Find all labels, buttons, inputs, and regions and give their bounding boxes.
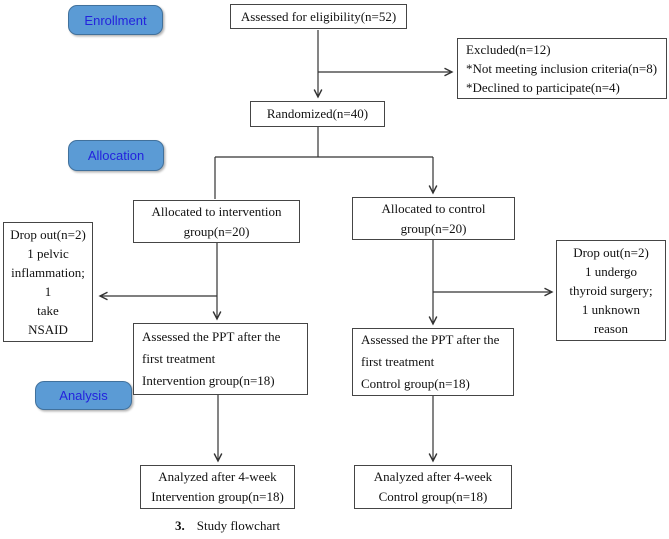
text-line: Assessed for eligibility(n=52) bbox=[240, 8, 397, 24]
stage-badge-enrollment: Enrollment bbox=[68, 5, 163, 35]
text-line: Allocated to control bbox=[381, 200, 486, 216]
box-allocated-control: Allocated to control group(n=20) bbox=[352, 197, 515, 240]
text-line: Drop out(n=2) bbox=[573, 245, 649, 260]
text-line: group(n=20) bbox=[400, 220, 467, 236]
text-line: Control group(n=18) bbox=[361, 376, 470, 391]
stage-badge-allocation-label: Allocation bbox=[87, 148, 145, 163]
stage-badge-analysis-label: Analysis bbox=[59, 388, 108, 403]
box-allocated-intervention: Allocated to intervention group(n=20) bbox=[133, 200, 300, 243]
text-line: Intervention group(n=18) bbox=[142, 373, 275, 388]
stage-badge-enrollment-label: Enrollment bbox=[84, 12, 147, 28]
text-line: Control group(n=18) bbox=[378, 489, 488, 504]
text-line: 1 unknown bbox=[581, 302, 641, 317]
figure-caption-number: 3. bbox=[175, 518, 185, 533]
box-analyzed-intervention: Analyzed after 4-week Intervention group… bbox=[140, 465, 295, 509]
text-line: *Declined to participate(n=4) bbox=[466, 80, 620, 95]
text-line: Analyzed after 4-week bbox=[158, 469, 277, 484]
text-line: first treatment bbox=[142, 351, 216, 366]
figure-caption: 3. Study flowchart bbox=[175, 518, 280, 534]
text-line: Allocated to intervention bbox=[151, 203, 282, 219]
text-line: inflammation; bbox=[11, 265, 85, 280]
stage-badge-allocation: Allocation bbox=[68, 140, 164, 171]
box-dropout-left: Drop out(n=2) 1 pelvic inflammation; 1 t… bbox=[3, 222, 93, 342]
stage-badge-analysis: Analysis bbox=[35, 381, 132, 410]
text-line: group(n=20) bbox=[183, 223, 250, 239]
text-line: reason bbox=[594, 321, 628, 336]
box-analyzed-control: Analyzed after 4-week Control group(n=18… bbox=[354, 465, 512, 509]
box-dropout-right: Drop out(n=2) 1 undergo thyroid surgery;… bbox=[556, 240, 666, 341]
box-randomized: Randomized(n=40) bbox=[250, 101, 385, 127]
text-line: NSAID bbox=[28, 322, 68, 337]
text-line: 1 pelvic bbox=[27, 246, 69, 261]
text-line: take bbox=[37, 303, 59, 318]
box-assessed-eligibility: Assessed for eligibility(n=52) bbox=[230, 4, 407, 29]
text-line: 1 undergo bbox=[584, 264, 638, 279]
box-assessed-ppt-control: Assessed the PPT after the first treatme… bbox=[352, 328, 514, 396]
text-line: first treatment bbox=[361, 354, 435, 369]
figure-caption-text: Study flowchart bbox=[196, 518, 281, 533]
text-line: Assessed the PPT after the bbox=[142, 329, 281, 344]
text-line: Analyzed after 4-week bbox=[373, 469, 493, 484]
text-line: Excluded(n=12) bbox=[466, 42, 551, 57]
box-assessed-ppt-intervention: Assessed the PPT after the first treatme… bbox=[133, 323, 308, 395]
box-excluded: Excluded(n=12) *Not meeting inclusion cr… bbox=[457, 38, 667, 99]
text-line: Drop out(n=2) bbox=[10, 227, 86, 242]
text-line: 1 bbox=[44, 284, 52, 299]
text-line: thyroid surgery; bbox=[569, 283, 653, 298]
text-line: Assessed the PPT after the bbox=[361, 332, 500, 347]
text-line: Randomized(n=40) bbox=[266, 106, 369, 121]
text-line: *Not meeting inclusion criteria(n=8) bbox=[466, 61, 658, 76]
text-line: Intervention group(n=18) bbox=[151, 489, 284, 504]
